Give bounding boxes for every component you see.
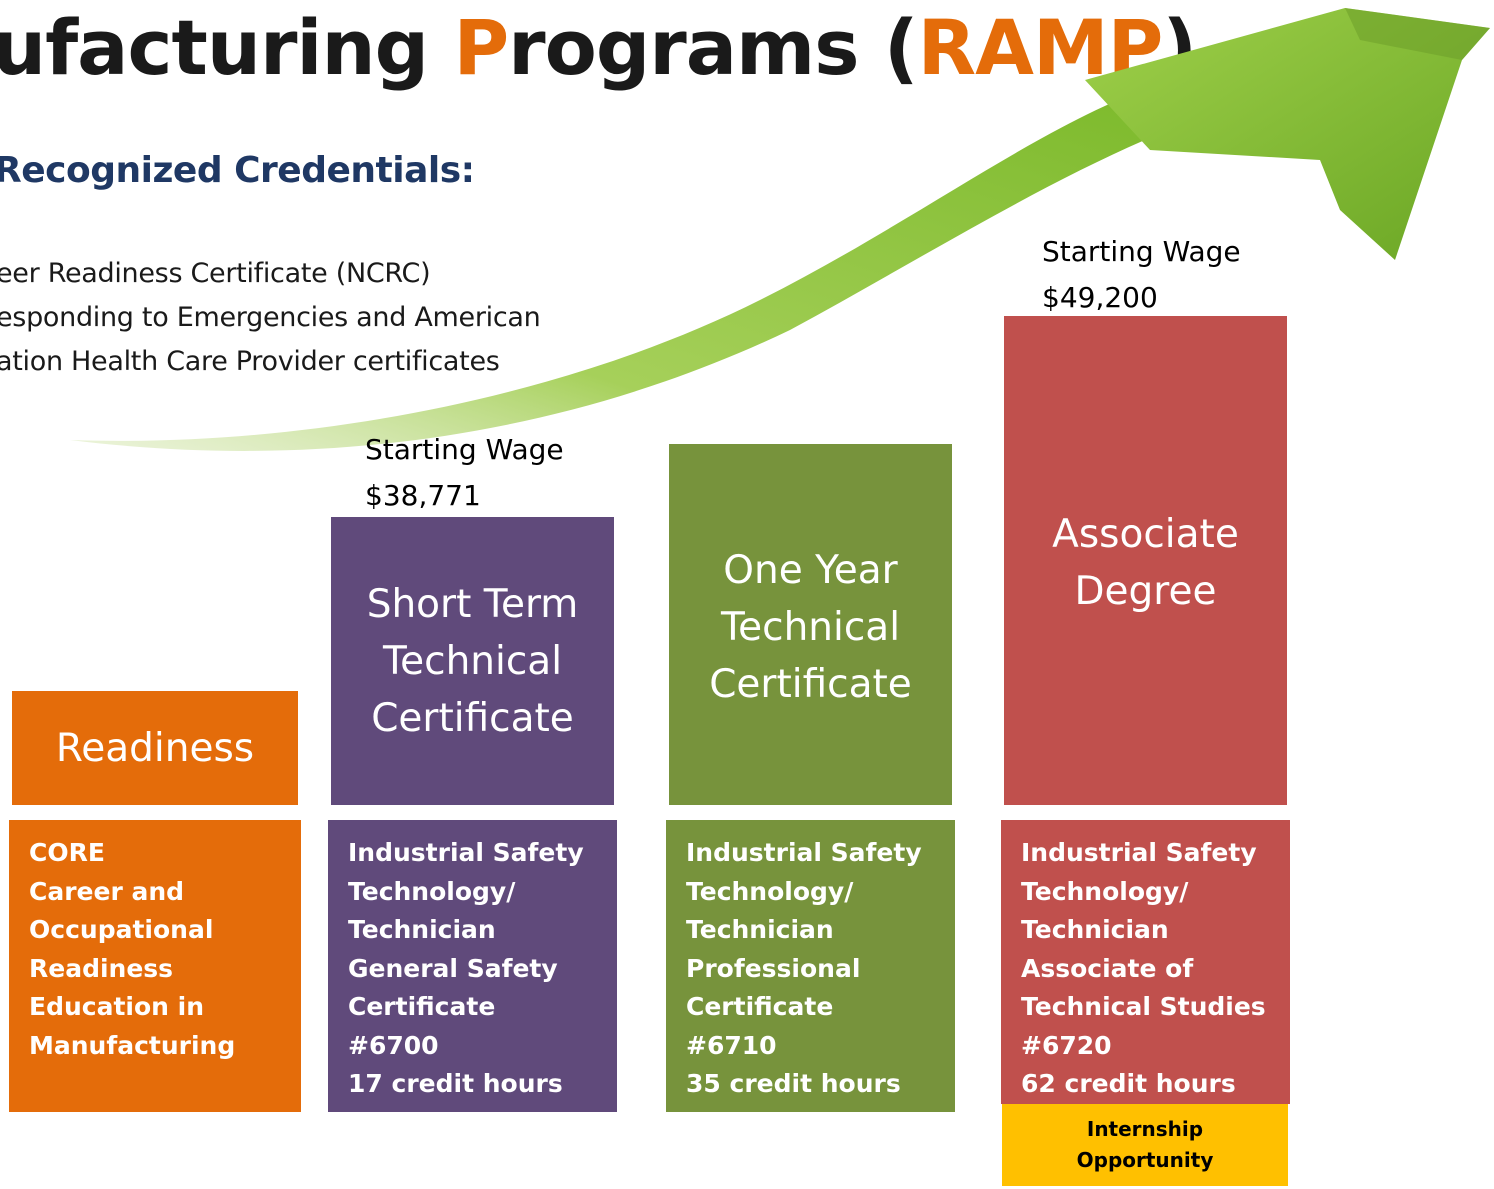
credential-line: ation Health Care Provider certificates: [0, 346, 500, 377]
detail-box-short-term: Industrial Safety Technology/ Technician…: [328, 820, 617, 1112]
detail-line: 17 credit hours: [348, 1069, 563, 1098]
detail-line: 35 credit hours: [686, 1069, 901, 1098]
detail-line: Industrial Safety: [1021, 838, 1257, 867]
credential-line: eer Readiness Certificate (NCRC): [0, 258, 431, 289]
step-label: Readiness: [55, 725, 255, 771]
detail-line: Technical Studies: [1021, 992, 1266, 1021]
step-label: One Year Technical Certificate: [709, 548, 912, 707]
detail-line: General Safety: [348, 953, 558, 983]
detail-line: CORE: [29, 838, 105, 867]
section-subtitle: Recognized Credentials:: [0, 150, 475, 191]
detail-line: Occupational: [29, 915, 214, 944]
step-box-one-year: One Year Technical Certificate: [669, 444, 952, 805]
detail-line: Industrial Safety: [348, 838, 584, 867]
detail-line: Manufacturing: [29, 1030, 236, 1060]
detail-box-one-year: Industrial Safety Technology/ Technician…: [666, 820, 955, 1112]
detail-line: Technology/: [686, 876, 854, 906]
credential-line: esponding to Emergencies and American: [0, 302, 541, 333]
detail-line: Associate of: [1021, 953, 1194, 983]
internship-line: Internship: [1086, 1117, 1204, 1141]
step-box-short-term: Short Term Technical Certificate: [331, 517, 614, 805]
internship-badge: Internship Opportunity: [1002, 1104, 1288, 1186]
detail-line: #6700: [348, 1030, 439, 1060]
step-box-associate: Associate Degree: [1004, 316, 1287, 805]
detail-line: Readiness: [29, 953, 174, 983]
detail-line: #6720: [1021, 1030, 1112, 1060]
detail-line: Technology/: [348, 876, 516, 906]
wage-value: $49,200: [1042, 281, 1158, 314]
detail-line: 62 credit hours: [1021, 1069, 1236, 1098]
detail-box-readiness: CORE Career and Occupational Readiness E…: [9, 820, 301, 1112]
detail-line: Technician: [686, 915, 834, 944]
detail-line: Certificate: [348, 992, 496, 1021]
detail-line: Industrial Safety: [686, 838, 922, 867]
upward-growth-arrow-icon: [70, 8, 1490, 451]
detail-line: Technology/: [1021, 876, 1189, 906]
internship-line: Opportunity: [1076, 1148, 1214, 1172]
detail-line: Technician: [348, 915, 496, 944]
step-box-readiness: Readiness: [12, 691, 298, 805]
detail-line: Professional: [686, 953, 861, 983]
detail-line: Education in: [29, 992, 205, 1021]
step-label: Short Term Technical Certificate: [366, 581, 579, 741]
wage-value: $38,771: [365, 479, 481, 512]
wage-label: Starting Wage: [365, 433, 564, 466]
step-label: Associate Degree: [1052, 512, 1239, 614]
detail-line: Technician: [1021, 915, 1169, 944]
title-text-2: rograms (: [508, 3, 918, 92]
detail-line: Career and: [29, 876, 185, 906]
detail-line: Certificate: [686, 992, 834, 1021]
title-text-1: ufacturing: [0, 3, 454, 92]
detail-line: #6710: [686, 1030, 777, 1060]
detail-box-associate: Industrial Safety Technology/ Technician…: [1001, 820, 1290, 1104]
wage-label: Starting Wage: [1042, 235, 1241, 268]
title-accent-p: P: [453, 3, 509, 92]
